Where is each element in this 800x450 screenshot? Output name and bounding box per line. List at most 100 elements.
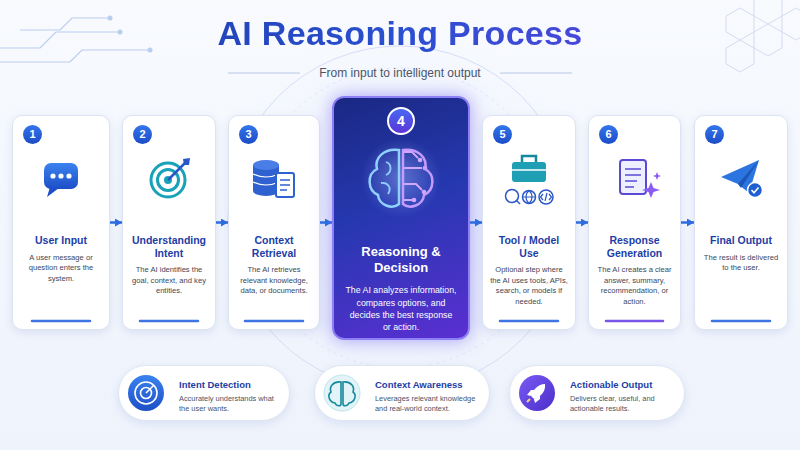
step-number: 1 — [23, 125, 42, 144]
database-body — [253, 165, 279, 191]
feature-description: Delivers clear, useful, and actionable r… — [570, 394, 672, 414]
document-sparkle-icon — [620, 160, 661, 198]
feature-title: Actionable Output — [570, 379, 672, 390]
database-icon — [253, 160, 294, 197]
brain-circuit-node — [418, 158, 423, 163]
step-title: Final Output — [710, 234, 772, 247]
brain-circuits — [403, 152, 422, 200]
brain-circuit-node — [423, 166, 428, 171]
step-title: Understanding Intent — [130, 234, 208, 259]
database-base — [253, 186, 279, 196]
document-sheet — [276, 173, 294, 197]
globe-icon — [523, 191, 536, 204]
radar-icon — [128, 375, 164, 411]
check-mark — [752, 188, 759, 193]
step-title: Tool / Model Use — [490, 234, 568, 259]
document-sheet — [620, 160, 646, 194]
rocket-body — [531, 384, 545, 399]
step-card: 5Tool / Model UseOptional step where the… — [482, 115, 576, 330]
paper-plane-fold — [738, 160, 759, 188]
chat-tail — [47, 187, 59, 197]
step-card: 3Context RetrievalThe AI retrieves relev… — [228, 115, 320, 330]
feature-description: Leverages relevant knowledge and real-wo… — [375, 394, 477, 414]
chat-dot — [50, 173, 55, 178]
subtitle-rule — [228, 73, 300, 74]
step-description: Optional step where the AI uses tools, A… — [490, 265, 568, 307]
brain-left-half — [370, 150, 399, 207]
rocket-icon — [519, 375, 555, 411]
step-title: Reasoning & Decision — [345, 244, 457, 275]
step-number: 3 — [239, 125, 258, 144]
step-number: 2 — [133, 125, 152, 144]
chat-dot — [66, 173, 71, 178]
highlighted-step-card: 4Reasoning & DecisionThe AI analyzes inf… — [332, 96, 470, 340]
database-bands — [253, 174, 279, 185]
step-card: 1User Input A user message or question en… — [12, 115, 110, 330]
code-icon-glyph — [541, 193, 552, 201]
subtitle: From input to intelligent output — [0, 65, 800, 81]
step-description: A user message or question enters the sy… — [20, 253, 102, 284]
flow-arrow — [320, 221, 332, 224]
connector-group — [110, 222, 694, 223]
step-number: 4 — [387, 107, 415, 135]
database-top — [253, 160, 279, 170]
code-icon — [539, 190, 553, 204]
brain-right-half — [403, 150, 432, 207]
step-title: User Input — [35, 234, 87, 247]
toolbox-lid — [512, 169, 546, 171]
step-description: The AI analyzes information, compares op… — [345, 284, 457, 333]
subtitle-rule — [500, 73, 572, 74]
icon-disc — [128, 375, 164, 411]
card-underlines — [32, 320, 770, 323]
card-underline — [500, 320, 558, 323]
step-card: 6Response GenerationThe AI creates a cle… — [588, 115, 681, 330]
brain-small-icon — [324, 375, 360, 411]
flow-arrow — [470, 221, 482, 224]
step-card: 2Understanding IntentThe AI identifies t… — [122, 115, 216, 330]
step-description: The result is delivered to the user. — [702, 253, 780, 274]
card-underline — [245, 320, 303, 323]
target-fletch — [183, 158, 190, 165]
sparkle — [642, 182, 660, 198]
flow-arrow — [216, 221, 228, 224]
step-number: 5 — [493, 125, 512, 144]
chat-icon — [44, 163, 78, 197]
document-lines — [625, 169, 641, 187]
toolbox-handle — [522, 156, 536, 162]
chat-dot — [58, 173, 63, 178]
feature-pill: Intent DetectionAccurately understands w… — [118, 365, 290, 421]
target-center — [164, 176, 172, 184]
feature-pill: Context AwarenessLeverages relevant know… — [314, 365, 490, 421]
radar-ring — [135, 382, 157, 404]
step-description: The AI identifies the goal, context, and… — [130, 265, 208, 296]
flow-arrow — [110, 221, 122, 224]
brain-icon — [361, 138, 441, 218]
document-lines — [280, 180, 290, 190]
step-title: Context Retrieval — [236, 234, 312, 259]
search-icon-handle — [516, 200, 520, 204]
feature-description: Accurately understands what the user wan… — [179, 394, 277, 414]
brain-outline — [329, 382, 355, 406]
icon-disc — [324, 375, 360, 411]
icon-disc — [519, 375, 555, 411]
target-arrow — [168, 163, 185, 180]
check-badge — [748, 183, 763, 198]
target-ring — [151, 163, 185, 197]
card-underline — [140, 320, 198, 323]
radar-ring — [141, 388, 152, 399]
feature-title: Context Awareness — [375, 379, 477, 390]
step-description: The AI creates a clear answer, summary, … — [596, 265, 673, 307]
brain-circuit-node — [412, 198, 417, 203]
flow-arrow — [576, 221, 588, 224]
radar-sweep — [146, 385, 154, 393]
feature-pill: Actionable OutputDelivers clear, useful,… — [509, 365, 685, 421]
step-title: Response Generation — [596, 234, 673, 259]
feature-title: Intent Detection — [179, 379, 277, 390]
paper-plane-wing — [721, 160, 759, 193]
background-glow — [210, 28, 590, 408]
card-underline — [606, 320, 663, 323]
target-icon — [151, 158, 190, 197]
globe-icon-lines — [523, 191, 536, 204]
search-icon — [506, 190, 519, 203]
step-number: 6 — [599, 125, 618, 144]
